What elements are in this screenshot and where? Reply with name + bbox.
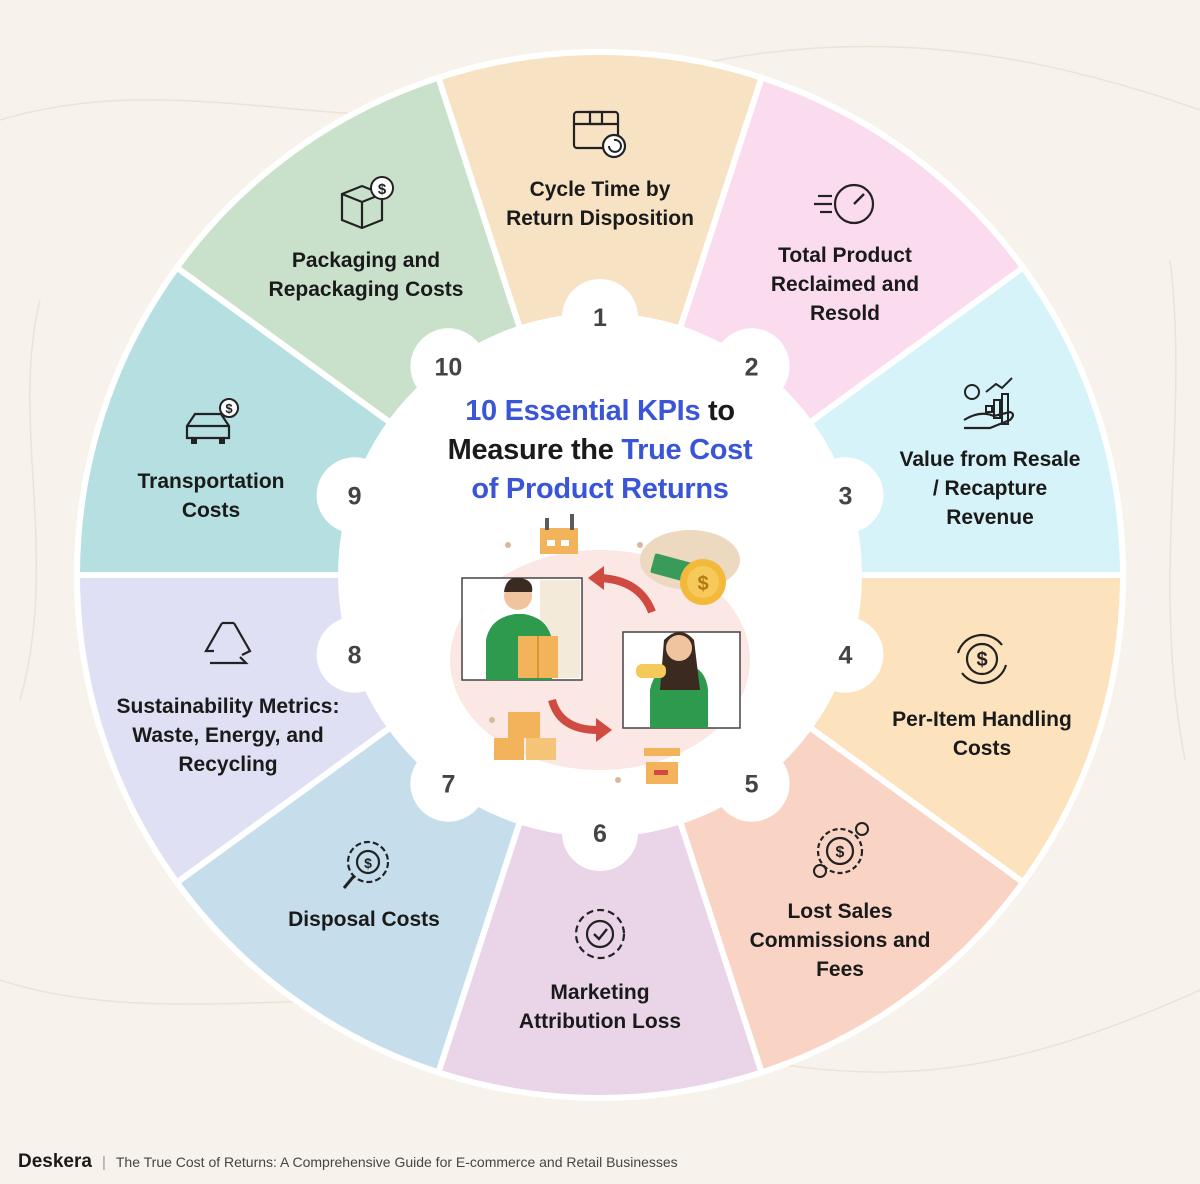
svg-text:$: $ [378,181,387,198]
center-title: 10 Essential KPIs to Measure the True Co… [395,392,805,509]
number-badge-3 [807,457,884,534]
segment-label-7: Disposal Costs [288,908,440,931]
number-label-4: 4 [838,642,852,670]
arrow-to-factory-head-icon [588,566,604,590]
returns-illustration: $ [450,514,750,784]
factory-icon [540,514,578,554]
arrow-to-factory-icon [599,574,656,614]
arrow-to-customer-head-icon [596,718,612,742]
recycle-icon [204,621,252,665]
car-dollar-icon: $ [185,398,239,444]
number-badge-10 [410,328,487,405]
speedometer-icon [814,183,875,225]
coins-gear-icon: $ [813,822,869,878]
box-on-stand-icon [644,748,680,784]
woman-receiving [622,631,741,729]
number-badge-4 [807,616,884,693]
title-highlight-cost: True Cost [621,434,753,466]
svg-text:$: $ [364,855,372,871]
footer-subtitle: The True Cost of Returns: A Comprehensiv… [115,1154,678,1170]
svg-text:$: $ [225,401,233,416]
stacked-boxes-icon [494,712,556,760]
arrow-to-customer-icon [548,698,599,734]
dollar-search-icon: $ [342,840,390,889]
number-label-5: 5 [745,771,759,799]
number-label-10: 10 [434,353,462,381]
package-dollar-icon: $ [340,176,394,230]
segment-label-8: Sustainability Metrics:Waste, Energy, an… [117,695,340,776]
number-label-8: 8 [348,642,362,670]
footer-separator: | [101,1153,106,1171]
number-label-7: 7 [441,771,455,799]
number-badge-5 [713,745,790,822]
growth-hand-icon [963,377,1015,430]
number-badge-1 [562,279,638,355]
svg-text:$: $ [697,573,708,595]
svg-text:$: $ [976,649,987,671]
number-badge-2 [713,328,790,405]
number-badge-6 [562,795,638,871]
number-badge-7 [410,745,487,822]
number-label-6: 6 [593,820,607,848]
money-icon: $ [640,530,740,605]
svg-text:$: $ [836,844,845,861]
title-text-to: to [700,395,735,427]
number-label-9: 9 [348,482,362,510]
title-text-returns: of Product Returns [471,473,729,505]
number-label-2: 2 [745,353,759,381]
number-badge-9 [316,457,393,534]
gear-check-icon [574,908,626,960]
dollar-cycle-icon: $ [956,633,1008,685]
man-with-box [461,577,583,681]
box-return-icon [572,110,627,159]
number-label-3: 3 [838,482,852,510]
footer: Deskera | The True Cost of Returns: A Co… [18,1150,678,1174]
number-badge-8 [316,616,393,693]
title-text-measure: Measure the [447,434,622,466]
number-label-1: 1 [593,304,607,332]
title-highlight-kpis: 10 Essential KPIs [465,395,701,427]
brand-logo: Deskera [18,1151,92,1172]
